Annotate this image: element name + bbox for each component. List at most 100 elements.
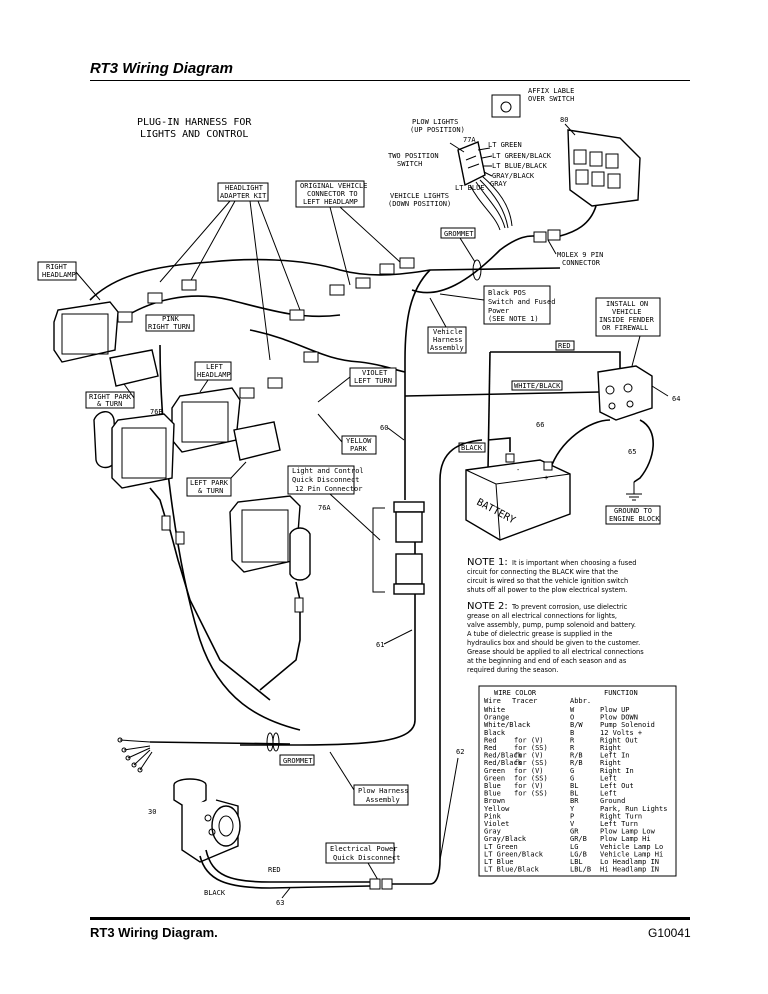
affix-label-2: OVER SWITCH xyxy=(528,95,574,103)
plow-lamp-76a xyxy=(229,495,311,691)
headlight-kit-label-1: HEADLIGHT xyxy=(225,184,264,192)
callout-62: 62 xyxy=(456,748,464,756)
molex-label-1: MOLEX 9 PIN xyxy=(557,251,603,259)
note1-line-4: shuts off all power to the plow electric… xyxy=(467,586,627,594)
harness-title-2: LIGHTS AND CONTROL xyxy=(140,129,248,140)
left-park-label-2: & TURN xyxy=(198,487,223,495)
black-pos-label-3: Power xyxy=(488,307,509,315)
violet-label-1: VIOLET xyxy=(362,369,388,377)
orig-connector-label-1: ORIGINAL VEHICLE xyxy=(300,182,367,190)
callout-76a: 76A xyxy=(318,504,331,512)
plow-lamp-76b xyxy=(93,411,175,531)
pink-turn-box xyxy=(145,314,195,332)
battery xyxy=(465,453,571,541)
left-park-label-1: LEFT PARK xyxy=(190,479,229,487)
wire-table-cell: Pump Solenoid xyxy=(600,721,655,729)
elec-power-label-1: Electrical Power xyxy=(330,845,397,853)
red-top-label: RED xyxy=(558,342,571,350)
control-switch-box xyxy=(533,129,641,243)
two-position-label-1: TWO POSITION xyxy=(388,152,439,160)
wire-table-cell: R xyxy=(570,744,575,752)
callout-63: 63 xyxy=(276,899,284,907)
figure-code: G10041 xyxy=(648,926,691,940)
callout-66: 66 xyxy=(536,421,544,429)
vehicle-lights-label-1: VEHICLE LIGHTS xyxy=(390,192,449,200)
grommet-top-label: GROMMET xyxy=(444,230,474,238)
grommet-bottom xyxy=(266,732,274,752)
left-headlamp-label-1: LEFT xyxy=(206,363,224,371)
wire-table-cell: Right Out xyxy=(600,736,638,744)
wire-table-cell: B/W xyxy=(570,721,583,729)
right-headlamp-label-1: RIGHT xyxy=(46,263,68,271)
wire-table-cell: LT Blue/Black xyxy=(484,866,540,874)
pink-label-1: PINK xyxy=(162,315,180,323)
wire-table-cell: Green xyxy=(484,774,505,782)
leader-80 xyxy=(564,123,576,136)
wire-table-cell: Left xyxy=(600,790,617,798)
wire-table-cell: GR/B xyxy=(570,835,587,843)
right-park-box xyxy=(85,391,135,409)
vehicle-harness-label-2: Harness xyxy=(433,336,463,344)
wire-table-cell: White xyxy=(484,706,505,714)
light-control-box xyxy=(287,465,355,495)
wire-table-cell: Violet xyxy=(484,820,509,828)
grommet-bottom-label: GROMMET xyxy=(283,757,313,765)
two-position-switch xyxy=(457,141,513,231)
orig-connector-label-3: LEFT HEADLAMP xyxy=(303,198,358,206)
wire-table-cell: Plow Lamp Hi xyxy=(600,835,651,843)
affix-label-1: AFFIX LABLE xyxy=(528,87,574,95)
wire-table-cell: LG/B xyxy=(570,850,587,858)
right-park-label-1: RIGHT PARK xyxy=(89,393,132,401)
grommet-bottom-box xyxy=(279,754,315,766)
wire-table-cell: Left In xyxy=(600,752,630,760)
table-header-function: FUNCTION xyxy=(604,689,638,697)
ground-label-1: GROUND TO xyxy=(614,507,652,515)
black-pos-label-4: (SEE NOTE 1) xyxy=(488,315,539,323)
wire-table-cell: White/Black xyxy=(484,721,531,729)
wire-table-cell: for (V) xyxy=(514,736,544,744)
light-control-label-1: Light and Control xyxy=(292,467,364,475)
wire-table-cell: Brown xyxy=(484,797,505,805)
battery-pos-wire xyxy=(549,419,611,471)
wire-table-cell: Green xyxy=(484,767,505,775)
wire-table-cell: for (V) xyxy=(514,767,544,775)
right-park-label-2: & TURN xyxy=(97,400,122,408)
wire-table-cell: Gray/Black xyxy=(484,835,527,843)
wire-table-cell: R/B xyxy=(570,759,583,767)
header-rule xyxy=(90,80,690,81)
wire-table-cell: Plow UP xyxy=(600,706,630,714)
plow-lights-label-2: (UP POSITION) xyxy=(410,126,465,134)
wire-label-lt-blue-black: LT BLUE/BLACK xyxy=(492,162,548,170)
page-title: RT3 Wiring Diagram xyxy=(90,60,233,77)
wire-table-cell: Left Out xyxy=(600,782,634,790)
wire-table-cell: Blue xyxy=(484,782,501,790)
wire-label-lt-blue: LT BLUE xyxy=(455,184,485,192)
wire-table-cell: Right xyxy=(600,759,621,767)
vehicle-harness-box xyxy=(427,326,467,354)
yellow-park-label-1: YELLOW xyxy=(346,437,372,445)
wire-table-cell: BL xyxy=(570,782,578,790)
wire-table-cell: LT Green/Black xyxy=(484,850,544,858)
vehicle-harness-label-1: Vehicle xyxy=(433,328,463,336)
yellow-park-box xyxy=(341,435,377,455)
wire-table-cell: for (V) xyxy=(514,782,544,790)
original-connector-box xyxy=(295,180,365,208)
wire-label-gray: GRAY xyxy=(490,180,508,188)
wire-table-cell: Yellow xyxy=(484,805,510,813)
note2-line-8: required during the season. xyxy=(467,666,558,674)
left-headlamp xyxy=(171,387,241,453)
ground-box xyxy=(605,505,661,525)
table-header-abbr: Abbr. xyxy=(570,697,591,705)
white-black-box xyxy=(511,380,563,391)
wire-table-cell: Black xyxy=(484,729,506,737)
red-wire xyxy=(490,351,621,368)
quick-disconnect-12pin xyxy=(372,501,425,595)
callout-65: 65 xyxy=(628,448,636,456)
callout-30: 30 xyxy=(148,808,156,816)
ground-label-2: ENGINE BLOCK xyxy=(609,515,660,523)
footer-rule xyxy=(90,917,690,920)
wire-table-cell: Lo Headlamp IN xyxy=(600,858,659,866)
wire-table-cell: V xyxy=(570,820,575,828)
headlight-kit-leaders xyxy=(159,200,301,361)
note1-line-2: circuit for connecting the BLACK wire th… xyxy=(467,568,618,576)
